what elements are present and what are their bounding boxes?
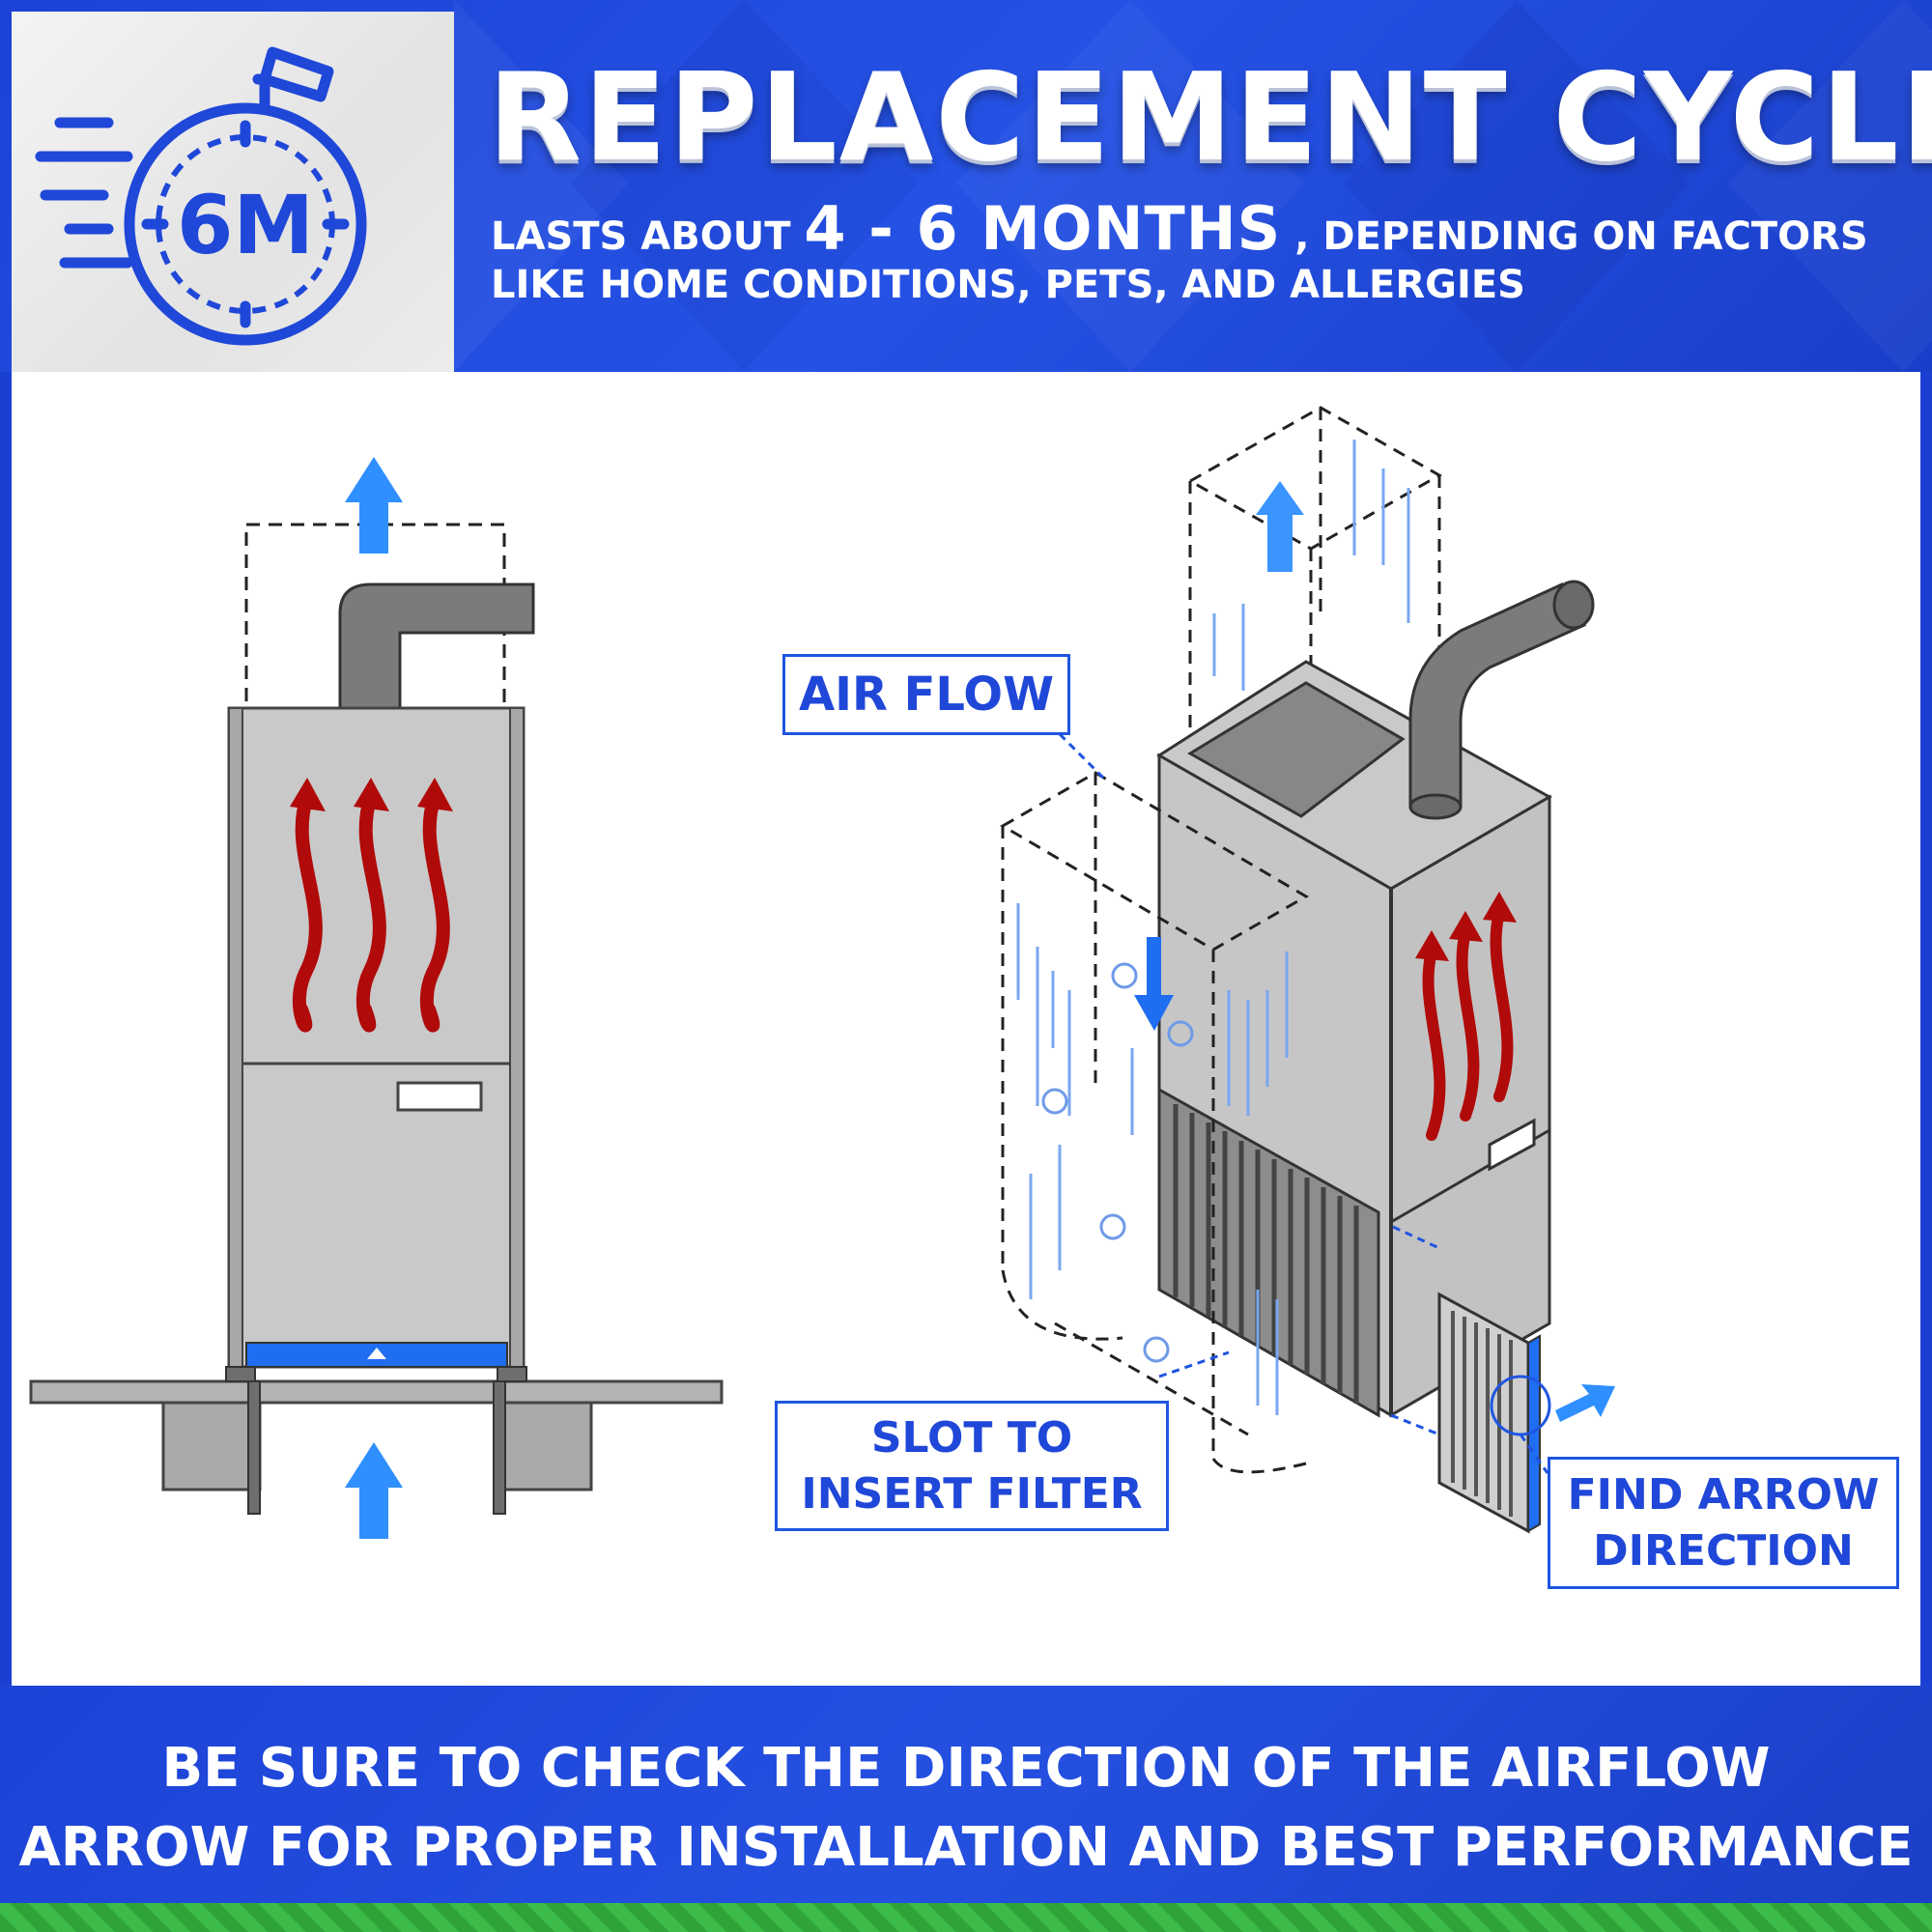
diagram-panel: AIR FLOW SLOT TO INSERT FILTER FIND ARRO… (12, 372, 1920, 1686)
grass-strip (0, 1903, 1932, 1932)
footer-banner (0, 1686, 1932, 1903)
callout-arrow-direction-line-1: FIND ARROW (1567, 1469, 1880, 1520)
heat-wave-icon (292, 790, 450, 1033)
stopwatch-badge: 6M (177, 178, 314, 272)
stopwatch-tile: 6M (12, 12, 454, 372)
virus-icon (1041, 962, 1194, 1363)
footer-note: BE SURE TO CHECK THE DIRECTION OF THE AI… (0, 1729, 1932, 1888)
footer-line-2: ARROW FOR PROPER INSTALLATION AND BEST P… (18, 1816, 1914, 1879)
callout-air-flow-label: AIR FLOW (798, 668, 1055, 722)
subtitle-line-1: LASTS ABOUT 4 - 6 MONTHS , DEPENDING ON … (491, 199, 1920, 261)
callout-arrow-direction-line-2: DIRECTION (1593, 1525, 1854, 1576)
subtitle-before: LASTS ABOUT (491, 214, 805, 259)
page-title: REPLACEMENT CYCLE (488, 46, 1932, 188)
front-view-furnace (29, 457, 724, 1539)
subtitle-after: , DEPENDING ON FACTORS (1281, 214, 1868, 259)
furnace-diagrams (29, 406, 1615, 1539)
header-pattern (454, 0, 1690, 372)
subtitle-line-2: LIKE HOME CONDITIONS, PETS, AND ALLERGIE… (491, 263, 1525, 307)
subtitle: LASTS ABOUT 4 - 6 MONTHS , DEPENDING ON … (491, 199, 1920, 309)
callout-filter-slot-line-2: INSERT FILTER (801, 1468, 1143, 1519)
callout-filter-slot-line-1: SLOT TO (870, 1412, 1073, 1463)
isometric-furnace (1000, 406, 1615, 1534)
stopwatch-icon: 6M (35, 46, 367, 346)
subtitle-highlight: 4 - 6 MONTHS (804, 193, 1282, 264)
footer-line-1: BE SURE TO CHECK THE DIRECTION OF THE AI… (161, 1737, 1771, 1800)
airflow-arrow-icon (345, 1442, 403, 1539)
callout-air-flow: AIR FLOW (782, 654, 1070, 735)
callout-filter-slot: SLOT TO INSERT FILTER (775, 1401, 1169, 1531)
callout-arrow-direction: FIND ARROW DIRECTION (1548, 1457, 1899, 1589)
airflow-arrow-icon (345, 457, 403, 554)
